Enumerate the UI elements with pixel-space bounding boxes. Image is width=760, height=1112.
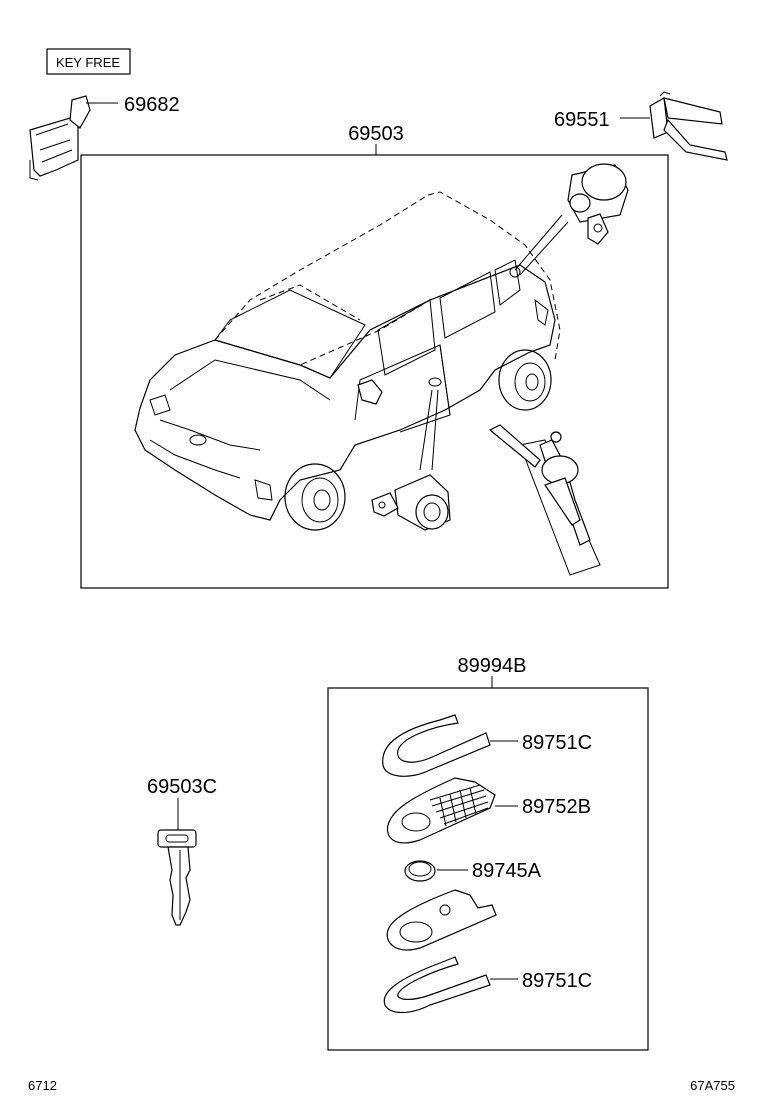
callout-69682: 69682 xyxy=(124,94,180,116)
door-lock-cylinder xyxy=(371,474,451,531)
footer-right-code: 67A755 xyxy=(690,1078,735,1093)
case-part xyxy=(386,777,496,844)
callout-89752B: 89752B xyxy=(522,796,591,818)
key-blank-part xyxy=(157,829,197,926)
battery-part xyxy=(404,860,436,882)
cover-upper-part xyxy=(382,714,491,777)
callout-89751C-lower: 89751C xyxy=(522,970,592,992)
transmitter-frame xyxy=(327,687,649,1051)
leader-door-lock xyxy=(419,389,439,471)
lock-set-frame xyxy=(80,154,669,589)
callout-69503: 69503 xyxy=(348,123,404,145)
tailgate-lock-cylinder xyxy=(567,163,629,245)
key-free-label: KEY FREE xyxy=(56,55,120,70)
callout-89751C-upper: 89751C xyxy=(522,732,592,754)
footer-left-code: 6712 xyxy=(28,1078,57,1093)
callout-69551: 69551 xyxy=(554,109,610,131)
callout-89745A: 89745A xyxy=(472,860,542,882)
keys-group xyxy=(488,424,601,576)
callout-89994B: 89994B xyxy=(458,655,527,677)
callout-69503C: 69503C xyxy=(147,776,217,798)
leader-tailgate-lock xyxy=(514,214,569,276)
car-illustration xyxy=(134,191,561,531)
clip-left-part xyxy=(29,95,91,181)
key-free-badge: KEY FREE xyxy=(46,48,131,75)
case-lower-part xyxy=(386,889,497,951)
cover-lower-part xyxy=(383,956,491,1014)
clip-right-part xyxy=(649,91,728,161)
